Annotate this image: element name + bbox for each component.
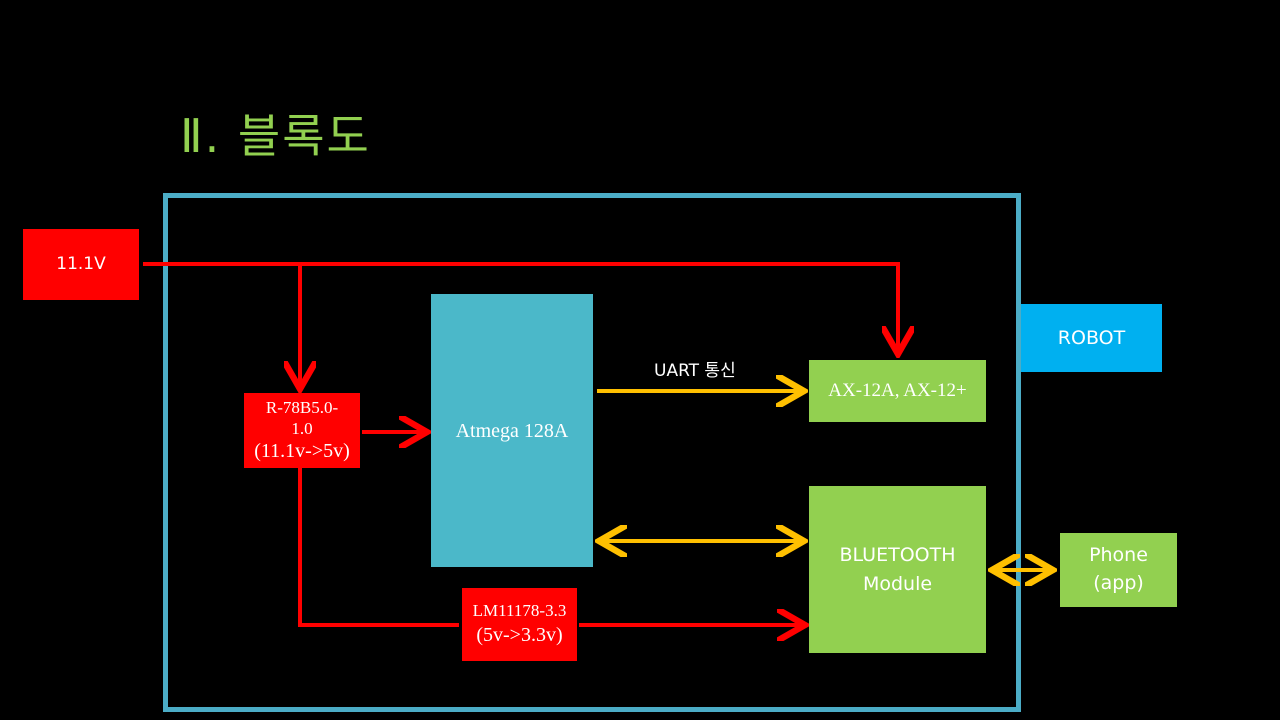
power-source-block: 11.1V xyxy=(23,229,139,300)
bluetooth-block: BLUETOOTH Module xyxy=(809,486,986,653)
robot-boundary-frame xyxy=(163,193,1021,712)
regulator-5v-line1: R-78B5.0- xyxy=(265,397,339,417)
regulator-5v-line3: (11.1v->5v) xyxy=(254,440,350,463)
regulator-5v-block: R-78B5.0- 1.0 (11.1v->5v) xyxy=(244,393,360,468)
phone-line2: (app) xyxy=(1093,572,1144,594)
mcu-label: Atmega 128A xyxy=(455,419,569,442)
bluetooth-line1: BLUETOOTH xyxy=(839,544,956,566)
servo-label: AX-12A, AX-12+ xyxy=(828,379,967,401)
robot-label: ROBOT xyxy=(1057,326,1126,349)
mcu-block: Atmega 128A xyxy=(431,294,593,567)
regulator-3v3-line2: (5v->3.3v) xyxy=(476,624,563,647)
servo-block: AX-12A, AX-12+ xyxy=(809,360,986,422)
phone-line1: Phone xyxy=(1089,544,1148,567)
slide-title: Ⅱ. 블록도 xyxy=(180,109,371,163)
bluetooth-line2: Module xyxy=(862,572,933,595)
uart-label: UART 통신 xyxy=(654,361,736,381)
phone-block: Phone (app) xyxy=(1060,533,1177,607)
power-source-label: 11.1V xyxy=(56,254,106,275)
regulator-3v3-line1: LM11178-3.3 xyxy=(472,600,567,620)
robot-label-block: ROBOT xyxy=(1021,304,1162,372)
regulator-5v-line2: 1.0 xyxy=(291,419,313,438)
regulator-3v3-block: LM11178-3.3 (5v->3.3v) xyxy=(462,588,577,661)
